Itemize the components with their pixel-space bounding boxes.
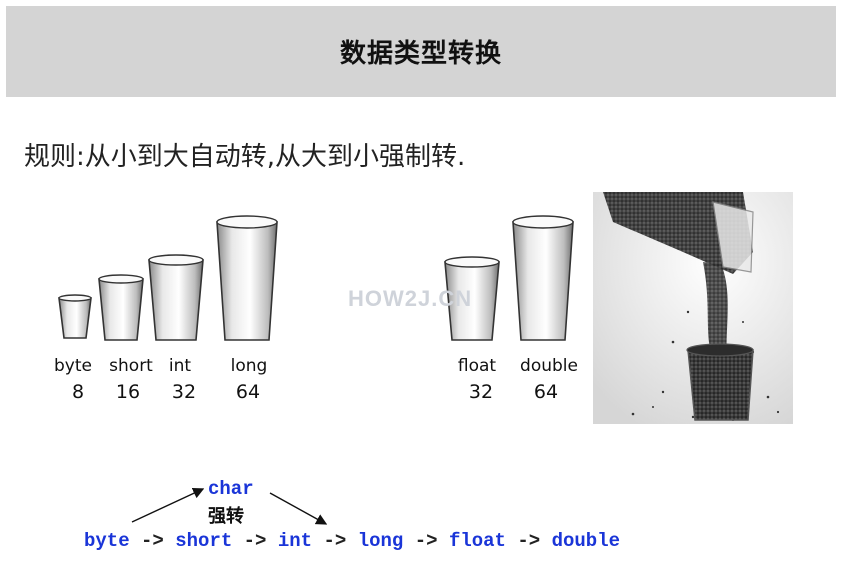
arrow-byte-to-char-icon xyxy=(131,488,205,523)
bits-int: 32 xyxy=(171,381,197,403)
chain-byte: byte xyxy=(84,530,130,552)
int-cup-icon xyxy=(148,254,204,341)
bits-long: 64 xyxy=(235,381,261,403)
chain-float: float xyxy=(448,530,506,552)
label-long: long xyxy=(230,356,268,376)
chain-arrow: -> xyxy=(414,530,438,552)
byte-cup-icon xyxy=(58,294,92,339)
double-cup-icon xyxy=(512,215,574,341)
short-cup-icon xyxy=(98,274,144,341)
chain-double: double xyxy=(551,530,621,552)
long-cup-icon xyxy=(216,215,278,341)
label-float: float xyxy=(457,356,497,376)
pouring-illustration-icon xyxy=(593,192,793,424)
label-int: int xyxy=(168,356,192,376)
conversion-chain: byte -> short -> int -> long -> float ->… xyxy=(84,530,620,552)
chain-arrow: -> xyxy=(323,530,347,552)
page-title: 数据类型转换 xyxy=(339,39,502,69)
chain-long: long xyxy=(357,530,404,552)
label-double: double xyxy=(520,356,578,376)
chain-int: int xyxy=(277,530,313,552)
label-short: short xyxy=(109,356,153,376)
bits-float: 32 xyxy=(468,381,494,403)
float-cup-icon xyxy=(444,256,500,341)
rule-text: 规则:从小到大自动转,从大到小强制转. xyxy=(24,142,466,172)
chain-short: short xyxy=(175,530,233,552)
cast-note: 强转 xyxy=(208,506,244,527)
bits-short: 16 xyxy=(115,381,141,403)
watermark: HOW2J.CN xyxy=(348,286,473,311)
label-byte: byte xyxy=(54,356,92,376)
arrow-char-to-int-icon xyxy=(269,492,328,525)
pouring-photo xyxy=(593,192,793,424)
bits-double: 64 xyxy=(533,381,559,403)
chain-arrow: -> xyxy=(517,530,541,552)
bits-byte: 8 xyxy=(71,381,85,403)
chain-arrow: -> xyxy=(141,530,164,552)
chain-arrow: -> xyxy=(243,530,267,552)
title-banner: 数据类型转换 xyxy=(6,6,836,97)
char-type: char xyxy=(208,478,254,500)
